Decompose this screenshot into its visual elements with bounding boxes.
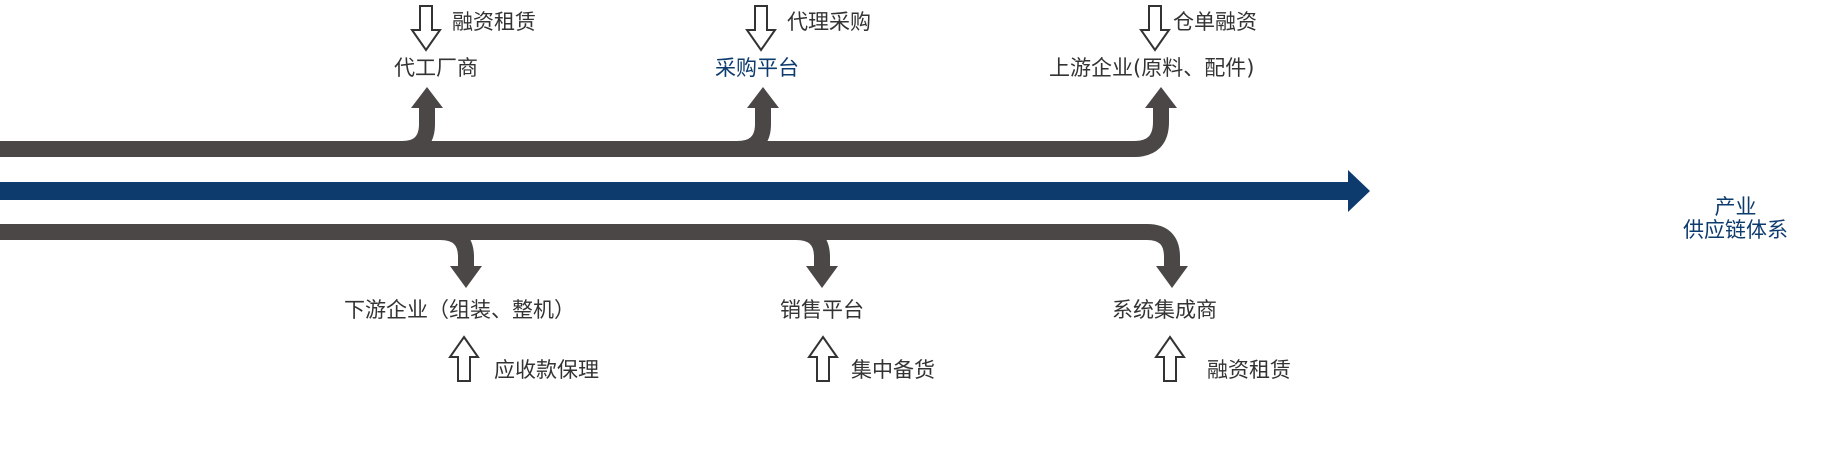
arrowhead-sales: [806, 266, 838, 288]
upper-arrowheads: [411, 87, 1177, 108]
service-arrow-down-2: [746, 5, 776, 51]
arrowhead-upstream: [1145, 87, 1177, 108]
service-arrow-down-3: [1140, 5, 1170, 51]
axis-label-line2: 供应链体系: [1683, 218, 1788, 242]
upper-node-3: 上游企业(原料、配件): [1049, 56, 1255, 80]
service-arrow-up-2: [808, 336, 838, 382]
lower-service-1: 应收款保理: [494, 358, 599, 382]
upper-service-3: 仓单融资: [1173, 10, 1257, 34]
lower-service-3: 融资租赁: [1207, 358, 1291, 382]
lower-service-2: 集中备货: [851, 358, 935, 382]
service-arrow-down-1: [411, 5, 441, 51]
lower-arrowheads: [450, 266, 1188, 288]
lower-node-1: 下游企业（组装、整机）: [344, 298, 575, 322]
arrowhead-downstream: [450, 266, 482, 288]
lower-node-2: 销售平台: [780, 298, 864, 322]
lower-branch-downstream: [439, 224, 474, 268]
upper-service-1: 融资租赁: [452, 10, 536, 34]
axis-label-line1: 产业: [1714, 195, 1757, 219]
arrowhead-purchase: [747, 87, 779, 108]
lower-flow: [0, 224, 1180, 268]
upper-node-1: 代工厂商: [394, 56, 478, 80]
industry-axis-label: 产业 供应链体系: [1650, 196, 1821, 242]
upper-branch-oem: [401, 104, 435, 157]
lower-flow-trunk: [0, 224, 1180, 268]
upper-node-2: 采购平台: [715, 56, 799, 80]
upper-flow-trunk: [0, 104, 1169, 157]
industry-axis-arrow: [0, 170, 1370, 212]
upper-service-2: 代理采购: [787, 10, 871, 34]
service-arrow-up-1: [449, 336, 479, 382]
lower-node-3: 系统集成商: [1112, 298, 1217, 322]
upper-flow: [0, 104, 1169, 157]
service-arrow-up-3: [1155, 336, 1185, 382]
upper-branch-purchase: [736, 104, 771, 157]
lower-branch-sales: [795, 224, 830, 268]
arrowhead-oem: [411, 87, 443, 108]
arrowhead-integrator: [1156, 266, 1188, 288]
